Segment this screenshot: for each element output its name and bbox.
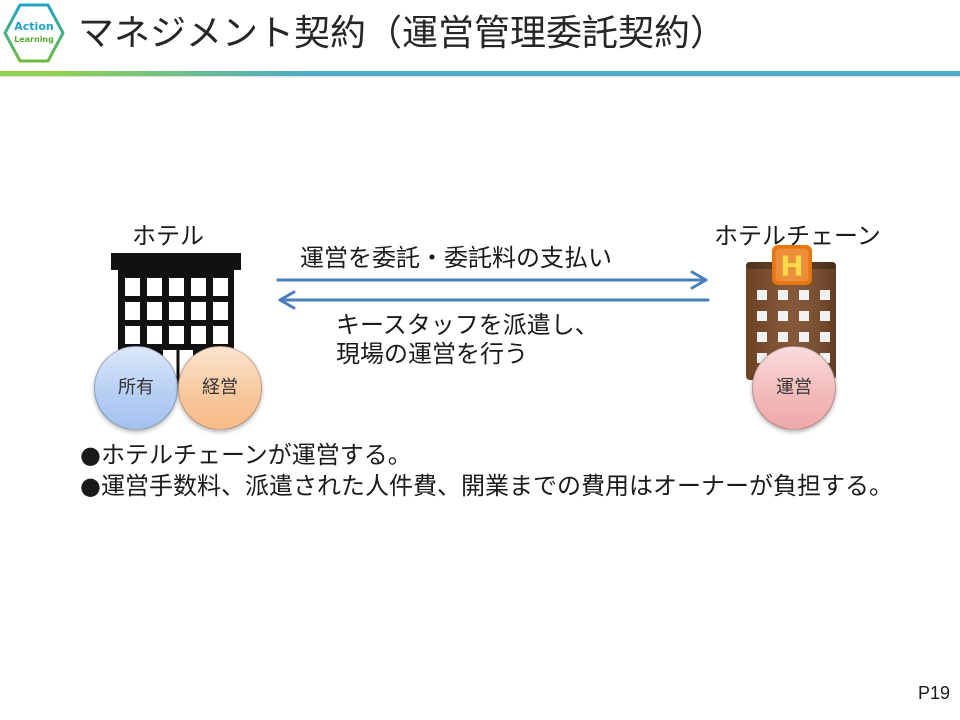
dispatch-arrow-line: 現場の運営を行う bbox=[336, 340, 528, 368]
bullet-list: ●ホテルチェーンが運営する。 ●運営手数料、派遣された人件費、開業までの費用はオ… bbox=[80, 440, 893, 502]
dispatch-arrow-label: キースタッフを派遣し、 現場の運営を行う bbox=[336, 311, 599, 369]
management-circle: 経営 bbox=[178, 346, 262, 430]
hotel-roof bbox=[111, 253, 241, 270]
arrow-right-icon bbox=[276, 270, 708, 290]
hotel-sign-icon: H bbox=[772, 245, 812, 285]
hotel-sign-inner bbox=[775, 248, 809, 282]
arrows-diagram bbox=[276, 270, 710, 310]
title-underline bbox=[0, 71, 960, 76]
operation-circle: 運営 bbox=[752, 346, 836, 430]
dispatch-arrow-line: キースタッフを派遣し、 bbox=[336, 311, 599, 339]
hotel-sign-plate bbox=[772, 245, 812, 285]
arrow-left-icon bbox=[278, 290, 710, 310]
bullet-item: ●ホテルチェーンが運営する。 bbox=[80, 441, 412, 469]
logo-text-learning: Learning bbox=[14, 35, 54, 44]
page-title: マネジメント契約（運営管理委託契約） bbox=[78, 13, 727, 54]
logo-badge-shape bbox=[3, 3, 65, 63]
delegation-arrow-label: 運営を委託・委託料の支払い bbox=[300, 244, 612, 272]
owner-circle: 所有 bbox=[94, 346, 178, 430]
hotel-door-divider bbox=[176, 350, 180, 390]
bullet-item: ●運営手数料、派遣された人件費、開業までの費用はオーナーが負担する。 bbox=[80, 472, 893, 500]
logo-text-action: Action bbox=[14, 20, 53, 33]
hotel-windows bbox=[125, 278, 228, 344]
hotel-label: ホテル bbox=[132, 222, 204, 250]
page-number: P19 bbox=[917, 683, 950, 703]
arrow-right-head bbox=[690, 270, 708, 290]
hotel-sign-letter: H bbox=[780, 250, 803, 283]
arrow-left-head bbox=[278, 290, 296, 310]
action-learning-logo: Action Learning bbox=[3, 3, 65, 63]
